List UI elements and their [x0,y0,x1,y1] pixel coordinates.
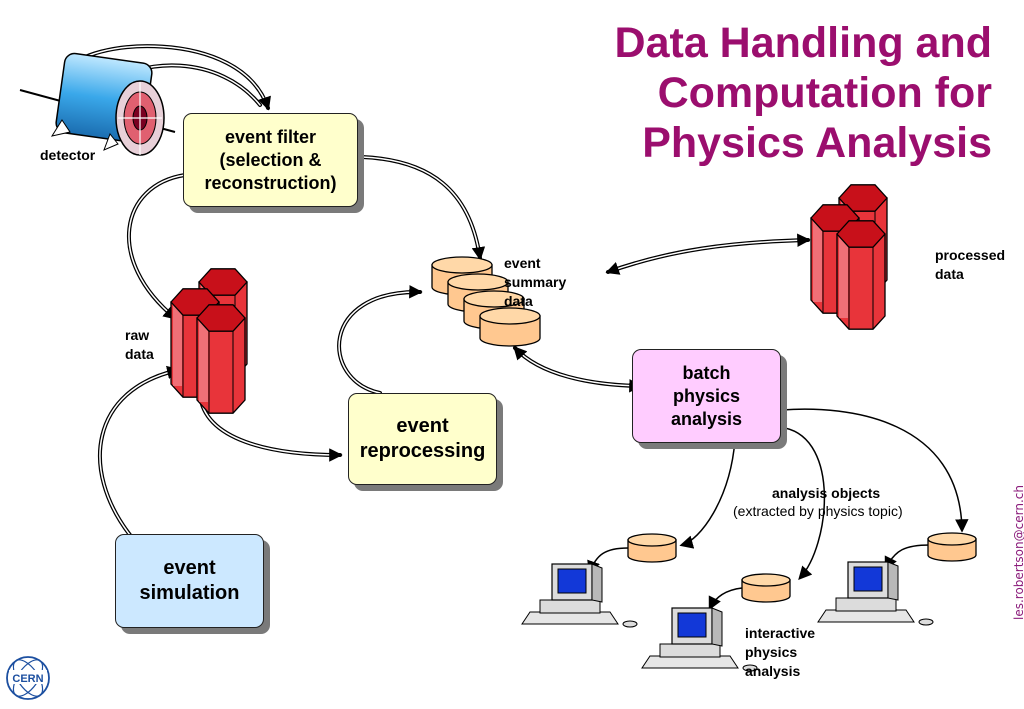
detector-label: detector [40,147,96,163]
storage-column-front [836,220,886,330]
workstation-right [817,561,934,626]
interactive-analysis-label: interactive physics analysis [745,625,816,679]
author-email: les.robertson@cern.ch [1012,485,1024,620]
event-filter-box: event filter (selection & reconstruction… [183,113,358,207]
arrow-filter-to-raw [127,173,187,320]
object-disk-2 [741,573,791,603]
processed-data-storage [810,184,888,330]
analysis-objects-subtitle: (extracted by physics topic) [733,503,903,519]
arrow-filter-to-summary [360,155,486,261]
connections [68,44,969,611]
event-summary-label: event summary data [504,255,567,309]
analysis-objects-title: analysis objects [772,485,881,501]
arrow-raw-to-reprocessing [198,393,343,462]
arrow-simulation-to-raw [98,365,181,537]
workstation-left [521,563,638,628]
cern-logo: CERN [6,656,50,700]
event-reprocessing-box: event reprocessing [348,393,497,485]
object-disk-3 [927,532,977,562]
arrow-summary-processed [605,233,811,275]
workstations [521,561,934,672]
raw-data-storage [170,268,248,414]
summary-disk-4 [479,307,541,347]
arrow-summary-batch [513,346,643,393]
storage-column-front [196,304,246,414]
detector-illustration [19,52,176,156]
workstation-middle [641,607,758,672]
page-title: Data Handling and Computation for Physic… [614,19,992,167]
processed-data-label: processed data [935,247,1006,282]
arrow-reprocessing-to-summary [337,285,423,395]
analysis-object-disks [627,532,977,603]
raw-data-label: raw data [125,327,154,362]
object-disk-1 [627,533,677,563]
event-simulation-box: event simulation [115,534,264,628]
cern-logo-text: CERN [12,673,43,685]
event-summary-disks [431,256,541,347]
batch-physics-analysis-box: batch physics analysis [632,349,781,443]
